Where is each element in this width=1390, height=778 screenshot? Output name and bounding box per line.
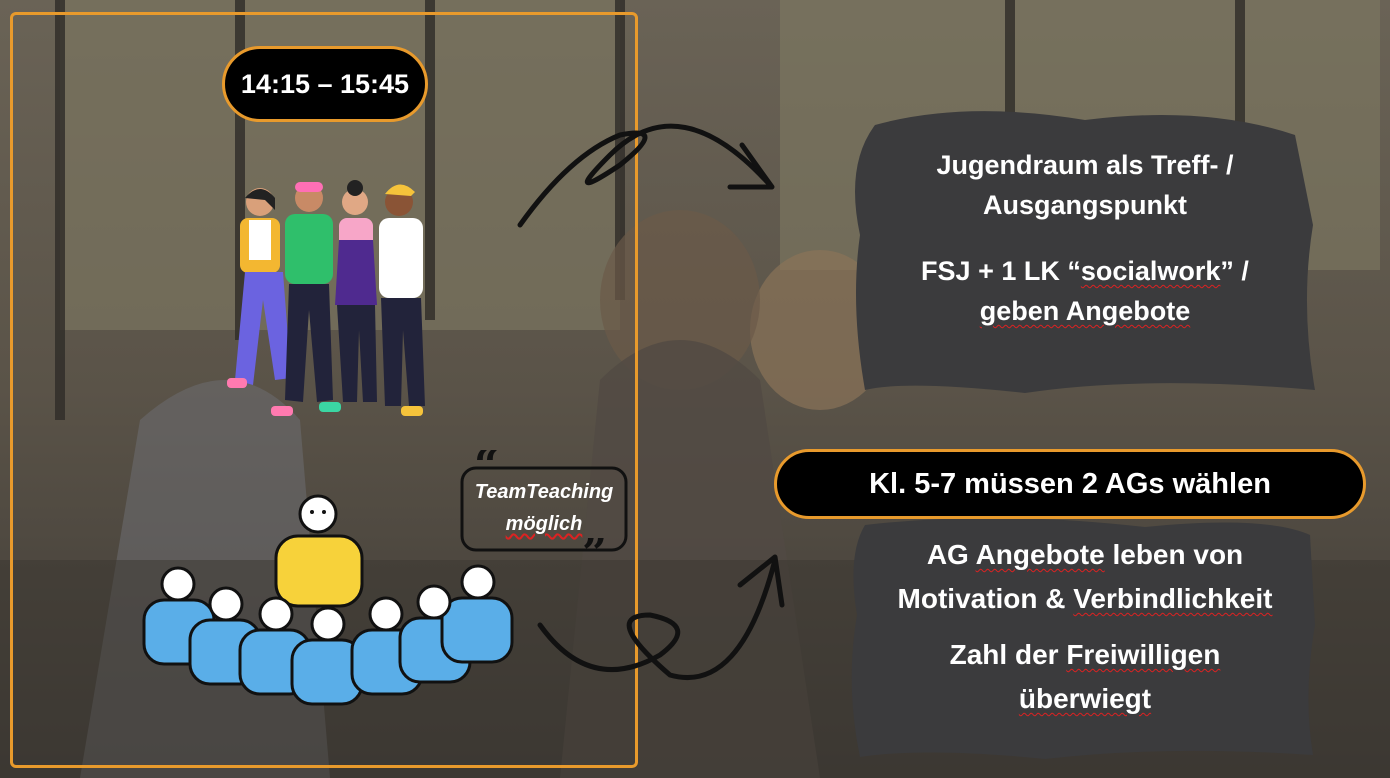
- speech-bubble: “ ” TeamTeaching möglich: [458, 450, 630, 564]
- quote-marks-icon: “: [474, 450, 499, 476]
- top-blob-line4: geben Angebote: [979, 296, 1191, 326]
- bottom-info-blob: [851, 517, 1315, 759]
- curved-arrow-icon: [517, 123, 775, 228]
- bottom-blob-line4: überwiegt: [1018, 683, 1152, 714]
- bottom-blob-line3: Zahl der Freiwilligen: [949, 639, 1221, 670]
- friends-group-illustration: [227, 180, 425, 416]
- time-range-text: 14:15 – 15:45: [240, 68, 410, 99]
- top-blob-line3: FSJ + 1 LK “socialwork” /: [921, 256, 1249, 286]
- bottom-blob-line2: Motivation & Verbindlichkeit: [897, 583, 1273, 614]
- left-panel-frame: [10, 12, 638, 768]
- speech-bubble-outline: [460, 466, 628, 552]
- quote-marks-close-icon: ”: [582, 538, 607, 564]
- svg-text:“: “: [474, 450, 499, 476]
- top-blob-line1: Jugendraum als Treff- /: [936, 150, 1234, 180]
- requirement-text: Kl. 5-7 müssen 2 AGs wählen: [869, 467, 1271, 500]
- bottom-blob-line1: AG Angebote leben von: [926, 539, 1244, 570]
- speech-bubble-text: TeamTeaching möglich: [458, 476, 630, 540]
- top-blob-text: Jugendraum als Treff- / Ausgangspunkt FS…: [855, 145, 1315, 331]
- curved-arrow-icon-bottom: [537, 554, 785, 681]
- speech-bubble-line1: TeamTeaching: [474, 481, 614, 503]
- time-range-pill: 14:15 – 15:45: [222, 46, 428, 122]
- svg-text:”: ”: [582, 538, 607, 564]
- speech-bubble-line2: möglich: [505, 513, 583, 535]
- bottom-blob-text: AG Angebote leben von Motivation & Verbi…: [850, 533, 1320, 721]
- teacher-group-icon: [142, 494, 514, 706]
- requirement-pill: Kl. 5-7 müssen 2 AGs wählen: [774, 449, 1366, 519]
- top-blob-line2: Ausgangspunkt: [982, 190, 1187, 220]
- top-info-blob: [855, 111, 1315, 393]
